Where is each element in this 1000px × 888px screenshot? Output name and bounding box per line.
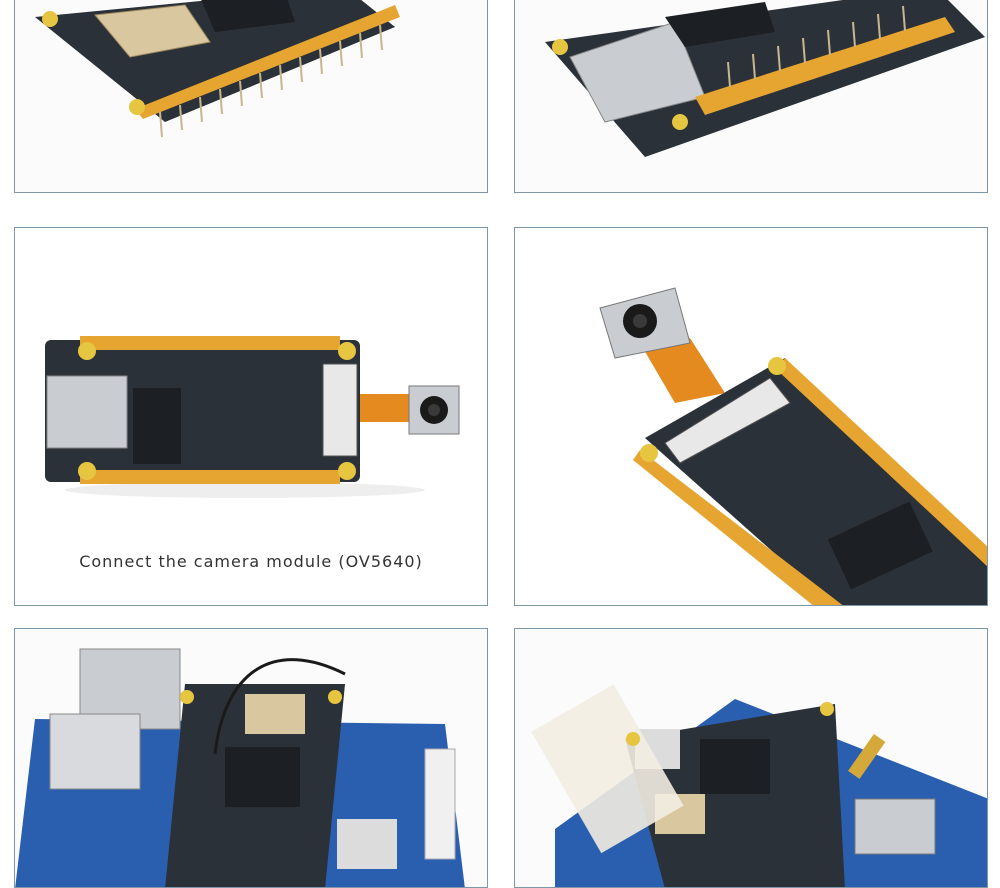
board-carrier-antenna-photo (515, 629, 987, 887)
board-camera-angled-photo (515, 228, 987, 605)
photo-panel-middle-right (514, 227, 988, 606)
photo-panel-bottom-left (14, 628, 488, 888)
board-closeup-wifi-photo (15, 0, 487, 192)
board-camera-connection-photo (15, 228, 487, 605)
photo-panel-top-right (514, 0, 988, 193)
photo-panel-middle-left: Connect the camera module (OV5640) (14, 227, 488, 606)
photo-panel-bottom-right (514, 628, 988, 888)
board-carrier-ethernet-photo (15, 629, 487, 887)
camera-caption: Connect the camera module (OV5640) (79, 552, 423, 571)
photo-panel-top-left (14, 0, 488, 193)
board-sd-slot-photo (515, 0, 987, 192)
